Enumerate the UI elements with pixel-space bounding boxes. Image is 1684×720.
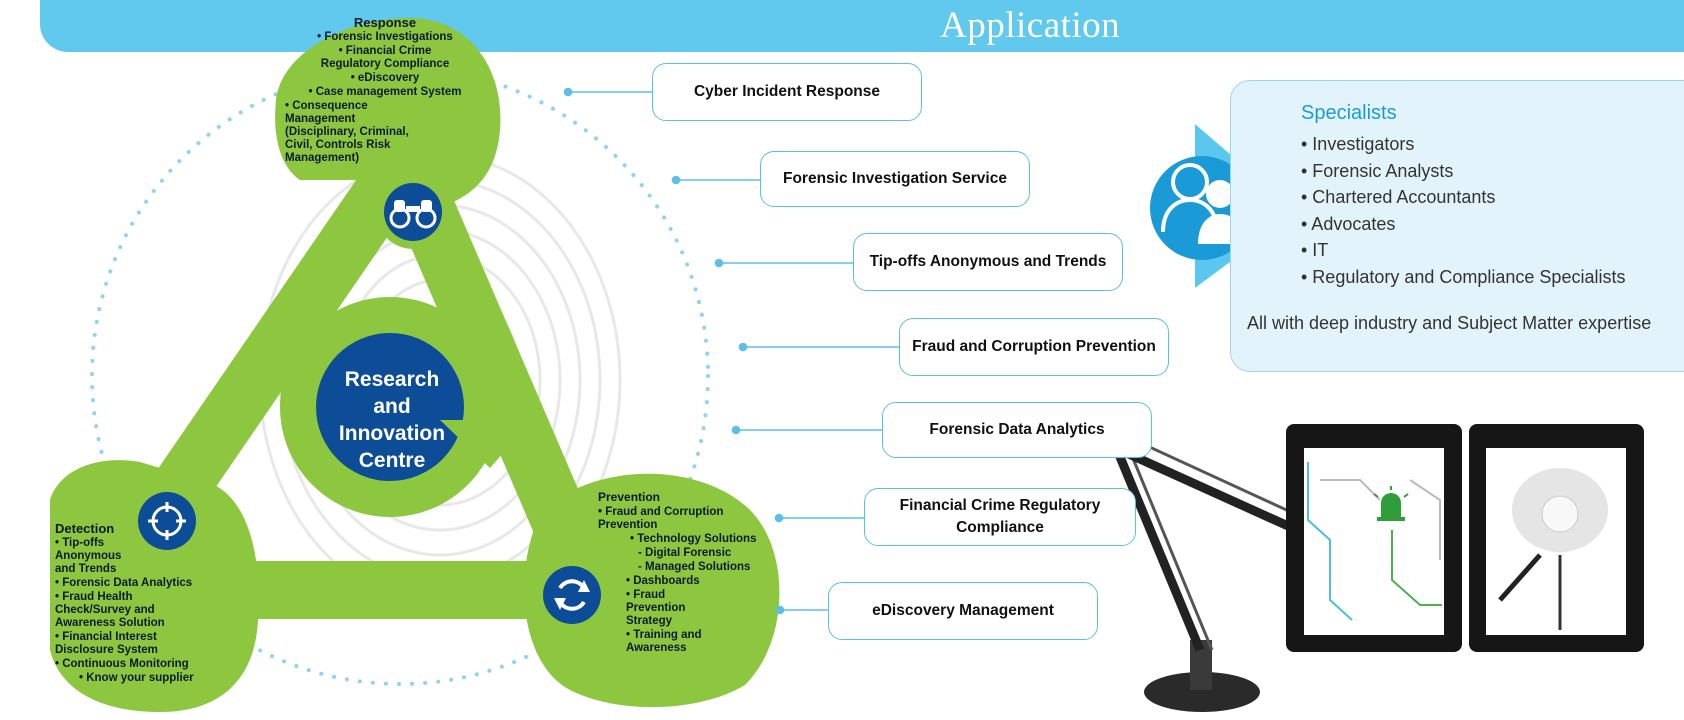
service-box-forensic-investigation[interactable]: Forensic Investigation Service bbox=[760, 151, 1030, 207]
refresh-icon bbox=[535, 558, 609, 632]
specialist-item: • Forensic Analysts bbox=[1301, 160, 1454, 181]
header-banner bbox=[40, 0, 1684, 52]
response-block: Response • Forensic Investigations • Fin… bbox=[285, 16, 485, 166]
prevention-heading: Prevention bbox=[598, 490, 661, 504]
tablet-alarm bbox=[1286, 424, 1462, 652]
specialists-panel bbox=[1230, 80, 1684, 372]
specialist-item: • Regulatory and Compliance Specialists bbox=[1301, 266, 1626, 287]
detection-blob bbox=[50, 460, 259, 712]
service-box-cyber-incident-response[interactable]: Cyber Incident Response bbox=[652, 63, 922, 121]
people-icon bbox=[1150, 156, 1254, 260]
prevention-item: • Technology Solutions bbox=[630, 533, 757, 545]
prevention-block: Prevention • Fraud and Corruption Preven… bbox=[598, 491, 773, 656]
response-item: • Forensic Investigations bbox=[317, 31, 453, 43]
tablet-lamp bbox=[1469, 424, 1644, 652]
centre-line: Centre bbox=[358, 449, 426, 472]
prevention-item: - Digital Forensic bbox=[638, 547, 732, 559]
service-box-fraud-corruption[interactable]: Fraud and Corruption Prevention bbox=[899, 318, 1169, 376]
response-item: • eDiscovery bbox=[350, 72, 420, 84]
research-centre-label: Research and Innovation Centre bbox=[327, 366, 457, 474]
prevention-item: - Managed Solutions bbox=[638, 561, 751, 573]
dotted-cycle-ring bbox=[90, 66, 710, 686]
service-box-financial-crime[interactable]: Financial Crime Regulatory Compliance bbox=[864, 488, 1136, 546]
specialists-list: • Investigators • Forensic Analysts • Ch… bbox=[1301, 131, 1625, 290]
prevention-blob bbox=[524, 473, 780, 708]
detection-block: Detection • Tip-offs Anonymous and Trend… bbox=[55, 522, 255, 686]
detection-item: • Financial Interest Disclosure System bbox=[55, 631, 158, 656]
page-title: Application bbox=[940, 5, 1121, 46]
prevention-item: • Fraud and Corruption Prevention bbox=[598, 506, 724, 531]
centre-line: Innovation bbox=[338, 422, 446, 445]
response-heading: Response bbox=[353, 15, 417, 30]
cycle-triangle bbox=[81, 131, 619, 619]
response-item: • Financial Crime Regulatory Compliance bbox=[320, 45, 450, 70]
research-centre bbox=[280, 297, 532, 517]
detection-item: • Forensic Data Analytics bbox=[55, 577, 193, 589]
specialist-item: • Advocates bbox=[1301, 213, 1396, 234]
prevention-item: • Fraud Prevention Strategy bbox=[626, 589, 686, 627]
specialist-item: • Chartered Accountants bbox=[1301, 187, 1496, 207]
binoculars-icon bbox=[376, 175, 450, 249]
detection-item: • Tip-offs Anonymous and Trends bbox=[55, 537, 122, 575]
prevention-item: • Dashboards bbox=[626, 575, 700, 587]
response-item: • Consequence Management (Disciplinary, … bbox=[285, 100, 409, 164]
service-box-ediscovery[interactable]: eDiscovery Management bbox=[828, 582, 1098, 640]
response-blob bbox=[275, 18, 501, 210]
service-box-tip-offs[interactable]: Tip-offs Anonymous and Trends bbox=[853, 233, 1123, 291]
centre-line: and bbox=[373, 395, 411, 418]
specialists-footer: All with deep industry and Subject Matte… bbox=[1247, 313, 1652, 333]
centre-line: Research bbox=[344, 368, 440, 391]
detection-item: • Fraud Health Check/Survey and Awarenes… bbox=[55, 591, 165, 629]
prevention-item: • Training and Awareness bbox=[626, 629, 702, 654]
connector-lines bbox=[563, 87, 899, 615]
detection-item: • Know your supplier bbox=[79, 672, 194, 684]
specialists-title: Specialists bbox=[1301, 102, 1397, 124]
service-box-forensic-data-analytics[interactable]: Forensic Data Analytics bbox=[882, 402, 1152, 458]
response-item: • Case management System bbox=[308, 86, 462, 98]
arrow-icon bbox=[440, 420, 532, 468]
detection-item: • Continuous Monitoring bbox=[55, 658, 189, 670]
specialist-item: • IT bbox=[1301, 240, 1329, 260]
target-icon bbox=[130, 484, 204, 558]
detection-heading: Detection bbox=[55, 521, 115, 536]
specialist-item: • Investigators bbox=[1301, 134, 1415, 154]
alarm-icon bbox=[1373, 486, 1409, 521]
